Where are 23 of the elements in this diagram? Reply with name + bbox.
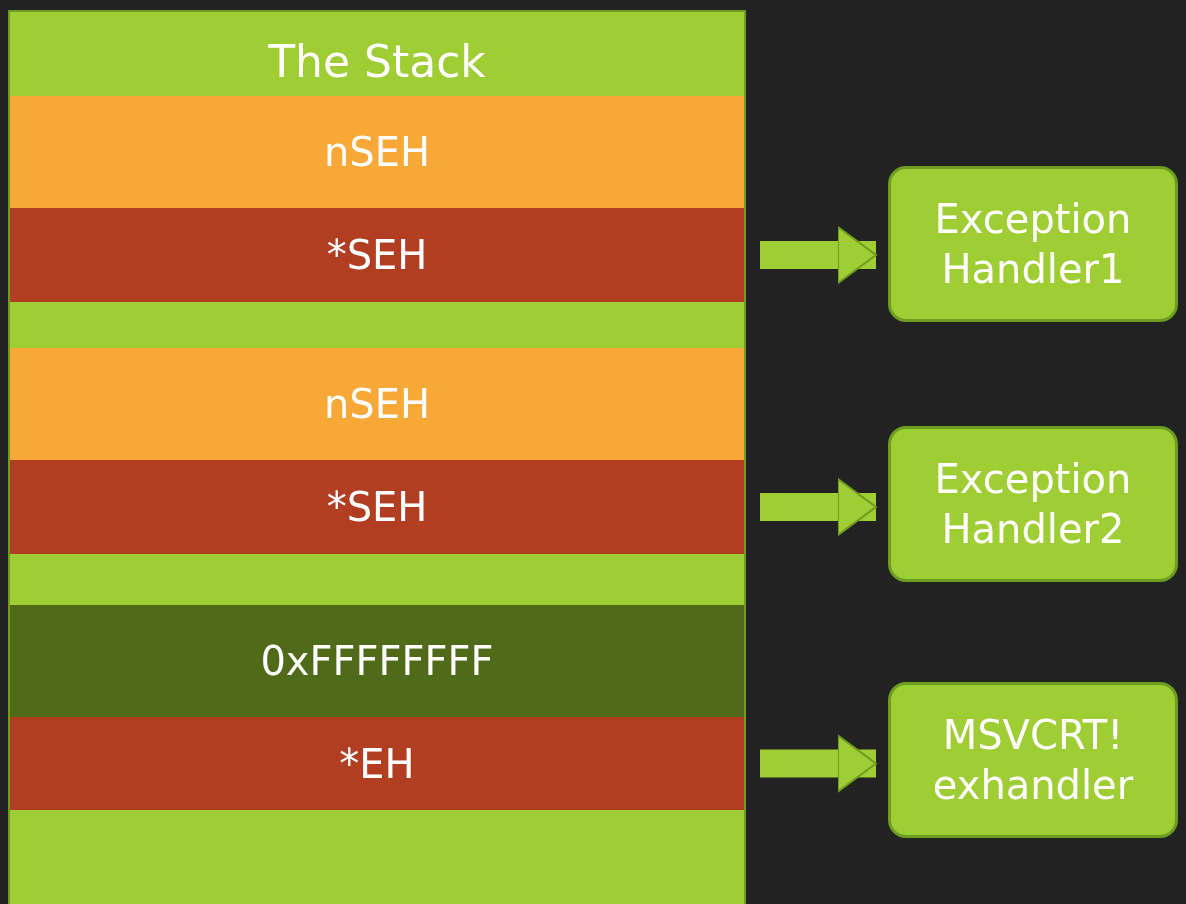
stack-slot — [10, 96, 744, 208]
stack-slot — [10, 208, 744, 302]
stack-column — [8, 10, 746, 904]
handler-label: Exception Handler1 — [933, 195, 1133, 294]
slot-label: *SEH — [326, 231, 428, 280]
block-arrow — [760, 226, 877, 284]
slot-label: *EH — [339, 739, 415, 789]
slot-label: *SEH — [326, 483, 428, 532]
block-arrow — [760, 478, 877, 536]
slot-label: nSEH — [323, 128, 431, 177]
stack-title: The Stack — [268, 35, 486, 89]
handler-box — [888, 166, 1178, 322]
stack-slot — [10, 717, 744, 810]
handler-box — [888, 682, 1178, 838]
slot-label: nSEH — [323, 380, 431, 429]
stack-slot — [10, 605, 744, 717]
slot-label: 0xFFFFFFFF — [260, 637, 494, 686]
handler-box — [888, 426, 1178, 582]
stack-slot — [10, 460, 744, 554]
block-arrow — [760, 734, 877, 793]
handler-label: Exception Handler2 — [933, 455, 1133, 554]
handler-label: MSVCRT! exhandler — [931, 711, 1135, 810]
stack-slot — [10, 348, 744, 460]
